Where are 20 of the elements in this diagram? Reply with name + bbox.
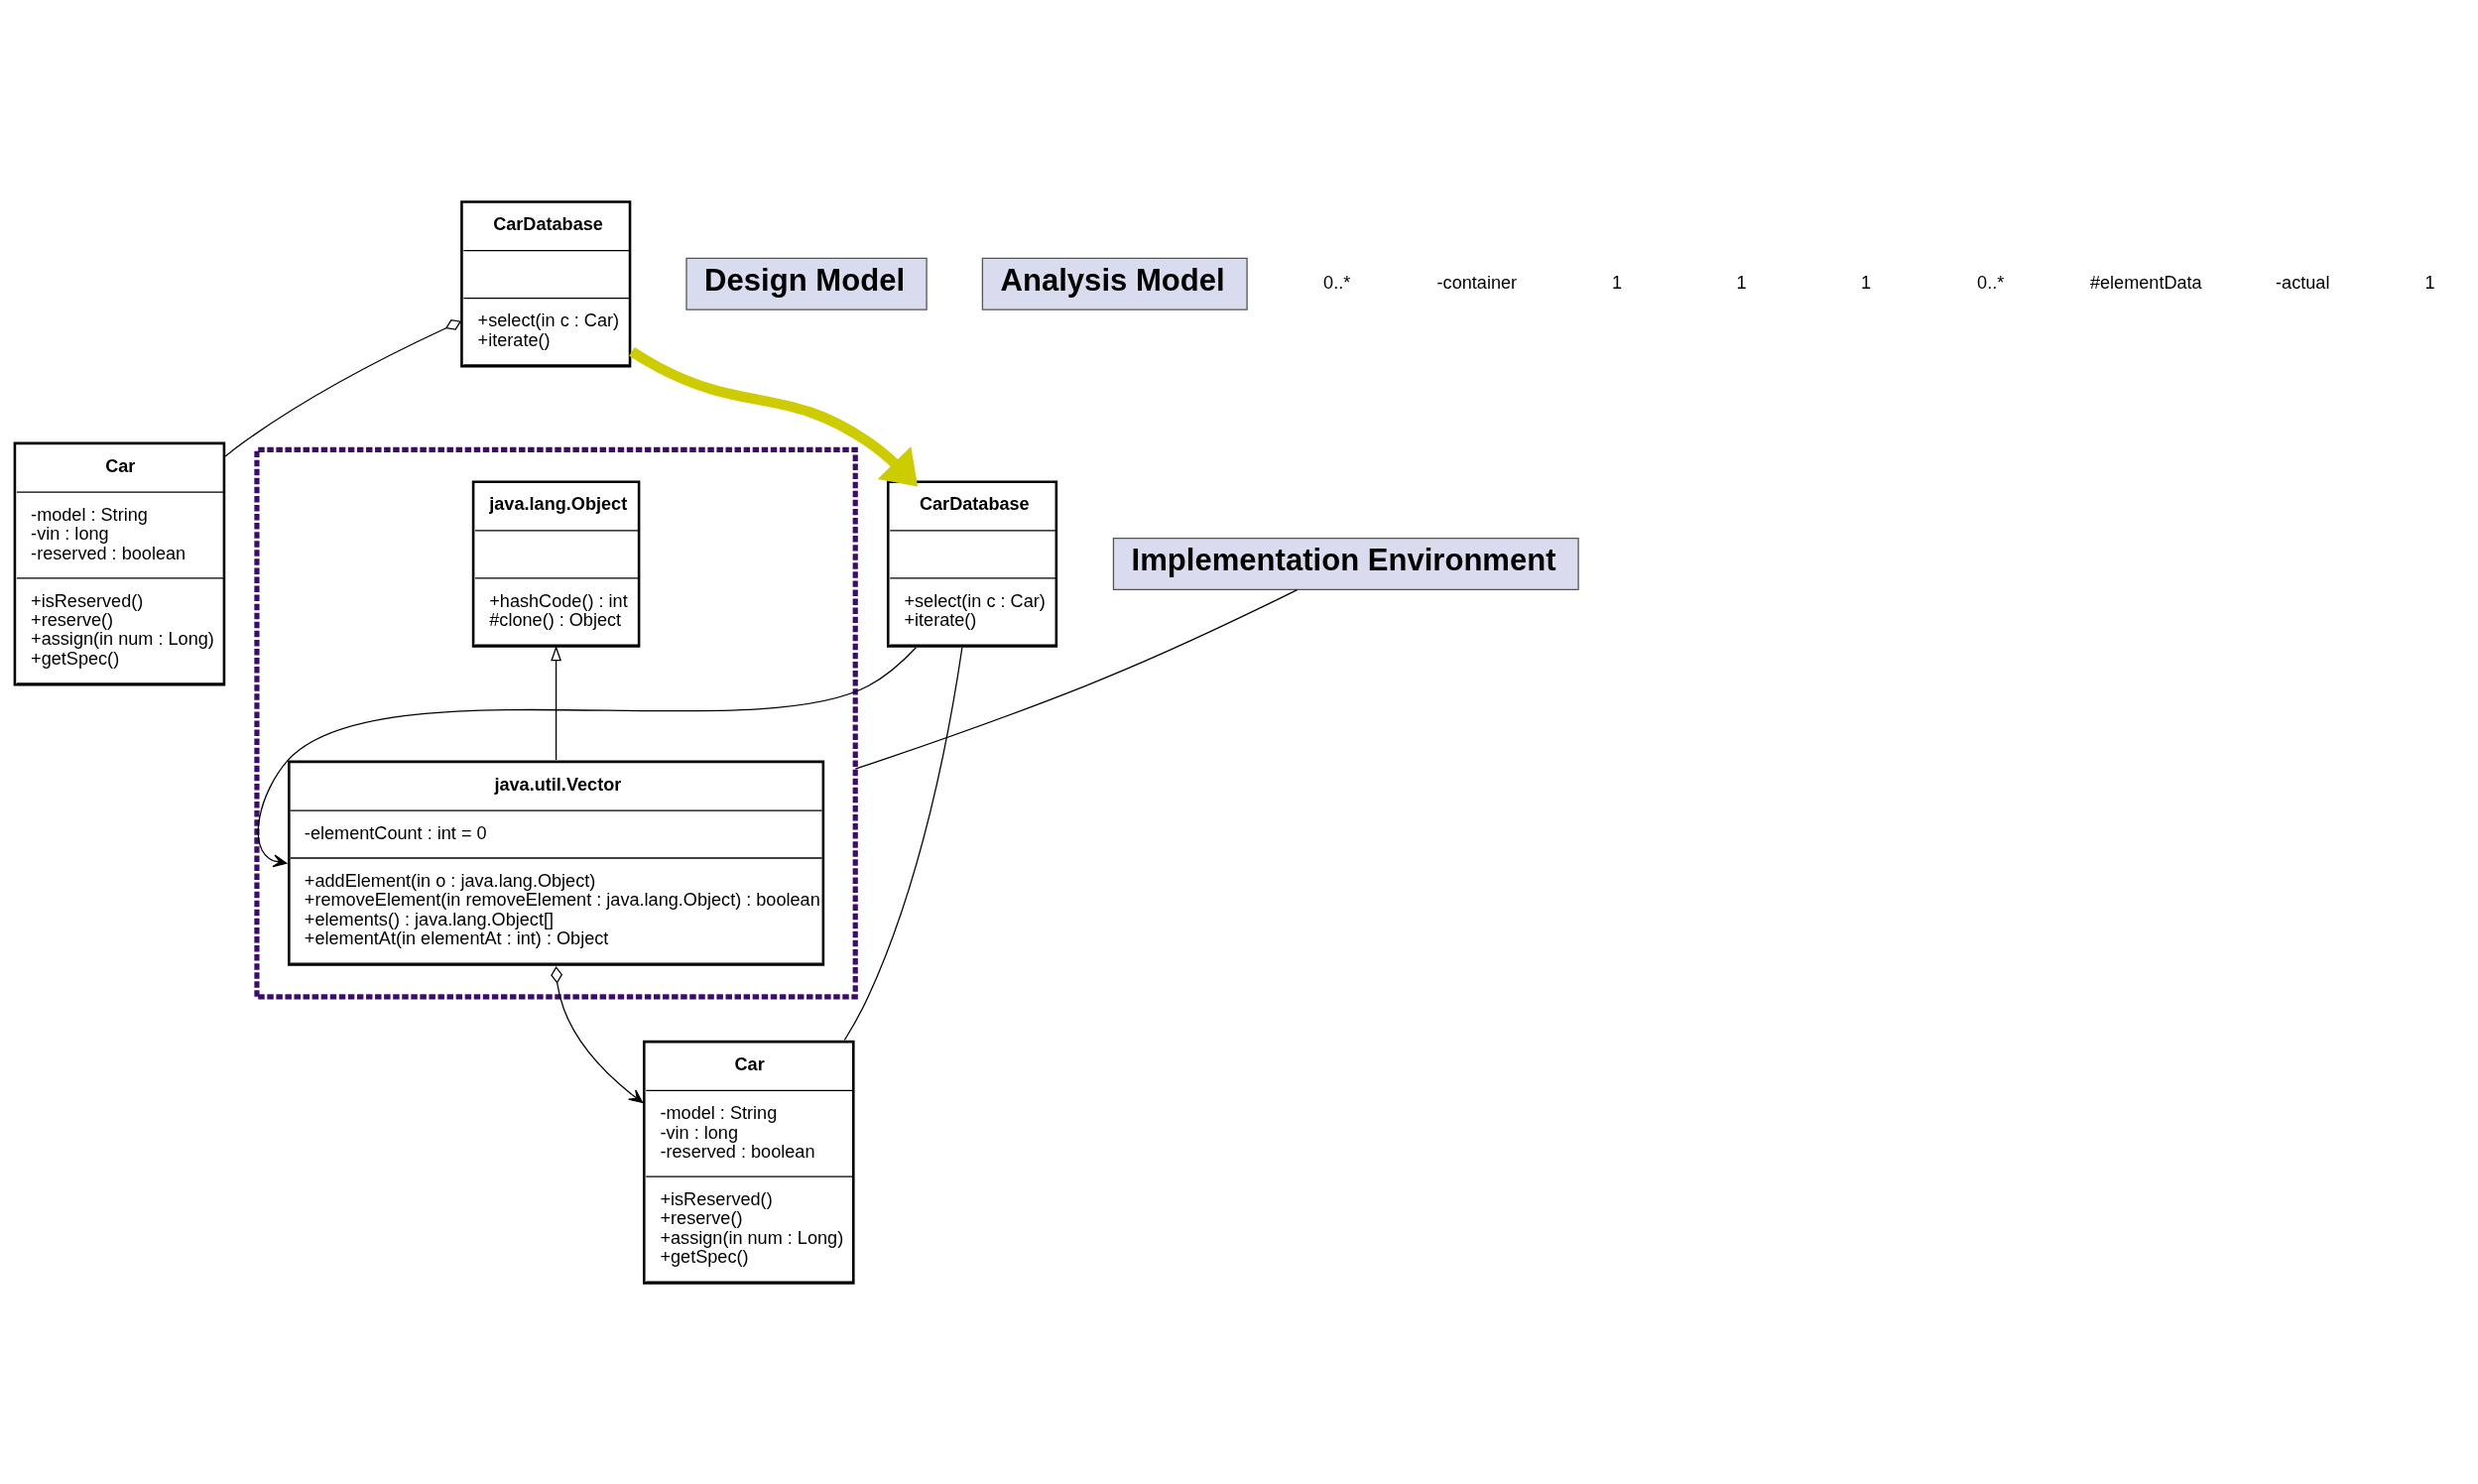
label: 1 (2424, 272, 2435, 293)
label: 1 (1736, 272, 1747, 293)
cluster (254, 446, 858, 999)
arrow (629, 346, 919, 487)
arrow (551, 645, 562, 761)
node-box: Implementation Environment (1112, 537, 1579, 590)
node-box: Analysis Model (981, 257, 1248, 310)
arrow (551, 965, 644, 1103)
node-box: Design Model (685, 257, 928, 310)
label: 0..* (1977, 272, 2005, 293)
label: 0..* (1323, 272, 1351, 293)
label: -container (1436, 272, 1518, 293)
connector (843, 646, 963, 1041)
label: 1 (1611, 272, 1622, 293)
label: #elementData (2089, 272, 2202, 293)
connector (224, 318, 462, 457)
label: -actual (2276, 272, 2330, 293)
label: 1 (1861, 272, 1872, 293)
arrow (257, 646, 918, 867)
connector (854, 588, 1299, 770)
